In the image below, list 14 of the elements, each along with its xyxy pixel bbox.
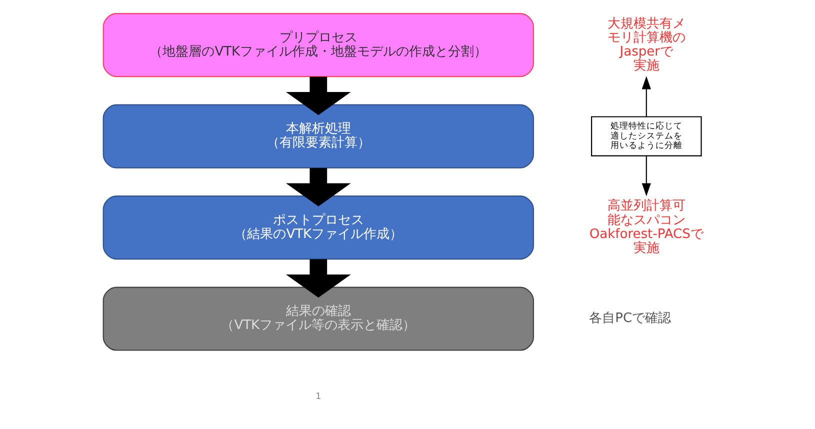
node-box: ポストプロセス （結果のVTKファイル作成） [102, 196, 534, 260]
node-text: 大規模共有メモリ計算機のJasperで実施 [606, 16, 685, 74]
arrow [285, 259, 350, 298]
arrow [285, 168, 350, 206]
label: 1 [315, 392, 321, 402]
node-box: プリプロセス （地盤層のVTKファイル作成・地盤モデルの作成と分割） [102, 13, 534, 78]
node-text: 各自PCで確認 [588, 311, 671, 326]
node-box: 結果の確認 （VTKファイル等の表示と確認） [102, 286, 534, 351]
node-box: 処理特性に応じて適したシステムを用いるように分離 [590, 116, 702, 156]
arrow [641, 76, 650, 117]
arrow [285, 76, 350, 116]
arrow [641, 156, 650, 196]
node-text: 高並列計算可能なスパコンOakforest-PACSで実施 [588, 198, 703, 256]
node-box: 本解析処理 （有限要素計算） [102, 104, 534, 168]
